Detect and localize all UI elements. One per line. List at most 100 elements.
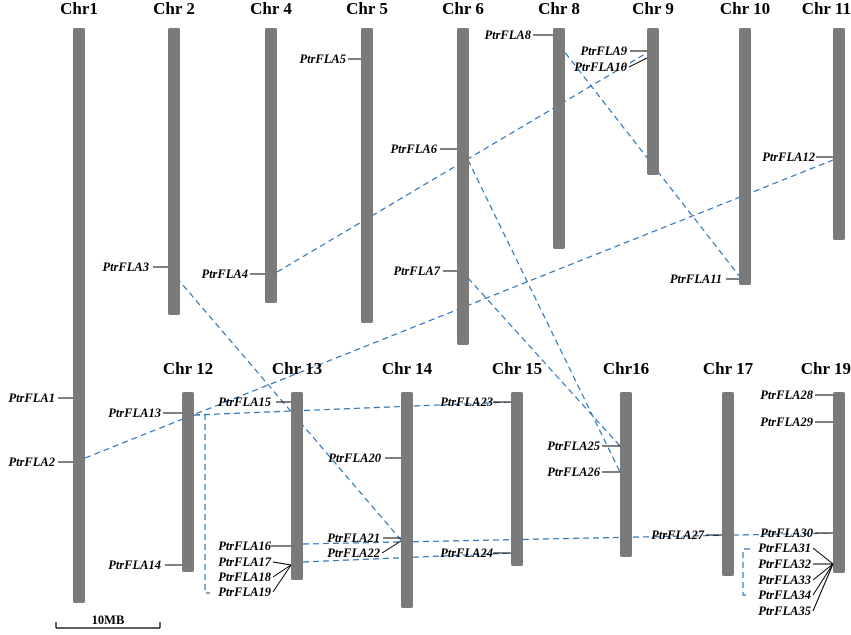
gene-label-g28: PtrFLA28 <box>760 388 814 402</box>
gene-marker-g9: PtrFLA9 <box>580 44 647 58</box>
gene-label-g4: PtrFLA4 <box>201 267 248 281</box>
chromosome-label-chr2: Chr 2 <box>153 0 195 18</box>
gene-marker-g18: PtrFLA18 <box>218 564 292 584</box>
chromosome-bar-chr6 <box>457 28 469 345</box>
gene-marker-g19: PtrFLA19 <box>218 564 292 599</box>
gene-marker-g4: PtrFLA4 <box>201 267 265 281</box>
chromosome-label-chr6: Chr 6 <box>442 0 484 18</box>
gene-label-g20: PtrFLA20 <box>328 451 382 465</box>
gene-marker-g2: PtrFLA2 <box>8 455 73 469</box>
duplication-link-g6-g26 <box>467 159 621 473</box>
gene-marker-g1: PtrFLA1 <box>8 391 73 405</box>
gene-marker-g6: PtrFLA6 <box>390 142 457 156</box>
chromosome-bar-chr19 <box>833 392 845 573</box>
gene-marker-g30: PtrFLA30 <box>760 526 833 540</box>
chromosome-label-chr8: Chr 8 <box>538 0 580 18</box>
gene-tick-g19 <box>272 564 292 593</box>
chromosome-label-chr10: Chr 10 <box>720 0 770 18</box>
gene-marker-g17: PtrFLA17 <box>218 555 292 569</box>
gene-label-g35: PtrFLA35 <box>758 604 811 618</box>
gene-label-g5: PtrFLA5 <box>299 52 346 66</box>
gene-tick-g18 <box>272 564 292 578</box>
chromosome-bar-chr12 <box>182 392 194 572</box>
chromosome-label-chr9: Chr 9 <box>632 0 674 18</box>
gene-tick-g35 <box>812 563 834 612</box>
chromosome-bar-chr4 <box>265 28 277 303</box>
chromosome-bar-chr9 <box>647 28 659 175</box>
chromosome-label-chr11: Chr 11 <box>802 0 851 18</box>
scale-bar-label: 10MB <box>92 613 125 627</box>
chromosome-label-chr14: Chr 14 <box>382 359 433 378</box>
gene-marker-g5: PtrFLA5 <box>299 52 361 66</box>
chromosome-label-chr17: Chr 17 <box>703 359 754 378</box>
gene-marker-g7: PtrFLA7 <box>393 264 457 278</box>
gene-marker-g16: PtrFLA16 <box>218 539 291 553</box>
gene-tick-g22 <box>381 540 402 554</box>
gene-marker-g29: PtrFLA29 <box>760 415 833 429</box>
gene-marker-g20: PtrFLA20 <box>328 451 401 465</box>
gene-marker-g23: PtrFLA23 <box>440 395 511 409</box>
gene-label-g22: PtrFLA22 <box>327 546 380 560</box>
gene-label-g21: PtrFLA21 <box>327 531 380 545</box>
chromosome-bar-chr2 <box>168 28 180 315</box>
gene-label-g16: PtrFLA16 <box>218 539 272 553</box>
duplication-link-g7-g25 <box>467 277 621 447</box>
gene-marker-g15: PtrFLA15 <box>218 395 291 409</box>
duplication-link-g8-g11 <box>552 36 741 278</box>
chromosome-bar-chr11 <box>833 28 845 240</box>
gene-marker-g25: PtrFLA25 <box>547 439 620 453</box>
chromosome-label-chr15: Chr 15 <box>492 359 542 378</box>
gene-label-g31: PtrFLA31 <box>758 541 811 555</box>
chromosome-layer: Chr1 Chr 2 Chr 4 Chr 5 Chr 6 Chr 8 Chr 9 Chr 10… <box>60 0 851 608</box>
chromosome-label-chr16: Chr16 <box>603 359 649 378</box>
gene-marker-g32: PtrFLA32 <box>758 557 833 571</box>
chromosome-bar-chr17 <box>722 392 734 576</box>
gene-marker-g34: PtrFLA34 <box>758 563 834 602</box>
gene-label-g10: PtrFLA10 <box>574 60 628 74</box>
gene-label-g33: PtrFLA33 <box>758 573 811 587</box>
scale-bar: 10MB <box>55 613 161 629</box>
gene-label-g25: PtrFLA25 <box>547 439 600 453</box>
chromosome-label-chr1: Chr1 <box>60 0 98 18</box>
gene-marker-g8: PtrFLA8 <box>484 28 553 42</box>
duplication-link-g4-g9 <box>276 50 651 273</box>
gene-marker-g3: PtrFLA3 <box>102 260 168 274</box>
gene-tick-g34 <box>812 563 834 596</box>
chromosome-bar-chr14 <box>401 392 413 608</box>
gene-label-g24: PtrFLA24 <box>440 546 493 560</box>
gene-marker-g13: PtrFLA13 <box>108 406 182 420</box>
gene-label-g32: PtrFLA32 <box>758 557 811 571</box>
gene-label-g17: PtrFLA17 <box>218 555 272 569</box>
gene-marker-g22: PtrFLA22 <box>327 540 402 560</box>
gene-marker-g24: PtrFLA24 <box>440 546 511 560</box>
chromosome-label-chr5: Chr 5 <box>346 0 388 18</box>
gene-label-g30: PtrFLA30 <box>760 526 814 540</box>
gene-label-g14: PtrFLA14 <box>108 558 161 572</box>
gene-label-g15: PtrFLA15 <box>218 395 271 409</box>
gene-marker-g33: PtrFLA33 <box>758 563 834 587</box>
chromosome-bar-chr1 <box>73 28 85 603</box>
gene-label-g7: PtrFLA7 <box>393 264 440 278</box>
gene-label-g12: PtrFLA12 <box>762 150 815 164</box>
gene-marker-g21: PtrFLA21 <box>327 531 401 545</box>
chromosome-bar-chr16 <box>620 392 632 557</box>
gene-marker-g31: PtrFLA31 <box>758 541 834 565</box>
gene-label-g2: PtrFLA2 <box>8 455 55 469</box>
chromosome-label-chr4: Chr 4 <box>250 0 292 18</box>
gene-label-g26: PtrFLA26 <box>547 465 601 479</box>
duplication-link-g13-g23 <box>193 401 512 416</box>
gene-marker-g11: PtrFLA11 <box>670 272 739 286</box>
gene-label-g11: PtrFLA11 <box>670 272 722 286</box>
gene-marker-g10: PtrFLA10 <box>574 57 648 74</box>
gene-label-g19: PtrFLA19 <box>218 585 272 599</box>
gene-marker-g12: PtrFLA12 <box>762 150 833 164</box>
gene-label-g13: PtrFLA13 <box>108 406 161 420</box>
gene-label-g34: PtrFLA34 <box>758 588 811 602</box>
chromosome-label-chr12: Chr 12 <box>163 359 213 378</box>
duplication-link-g13-g19 <box>194 414 210 594</box>
gene-label-g8: PtrFLA8 <box>484 28 531 42</box>
gene-label-g9: PtrFLA9 <box>580 44 627 58</box>
gene-marker-g35: PtrFLA35 <box>758 563 834 618</box>
